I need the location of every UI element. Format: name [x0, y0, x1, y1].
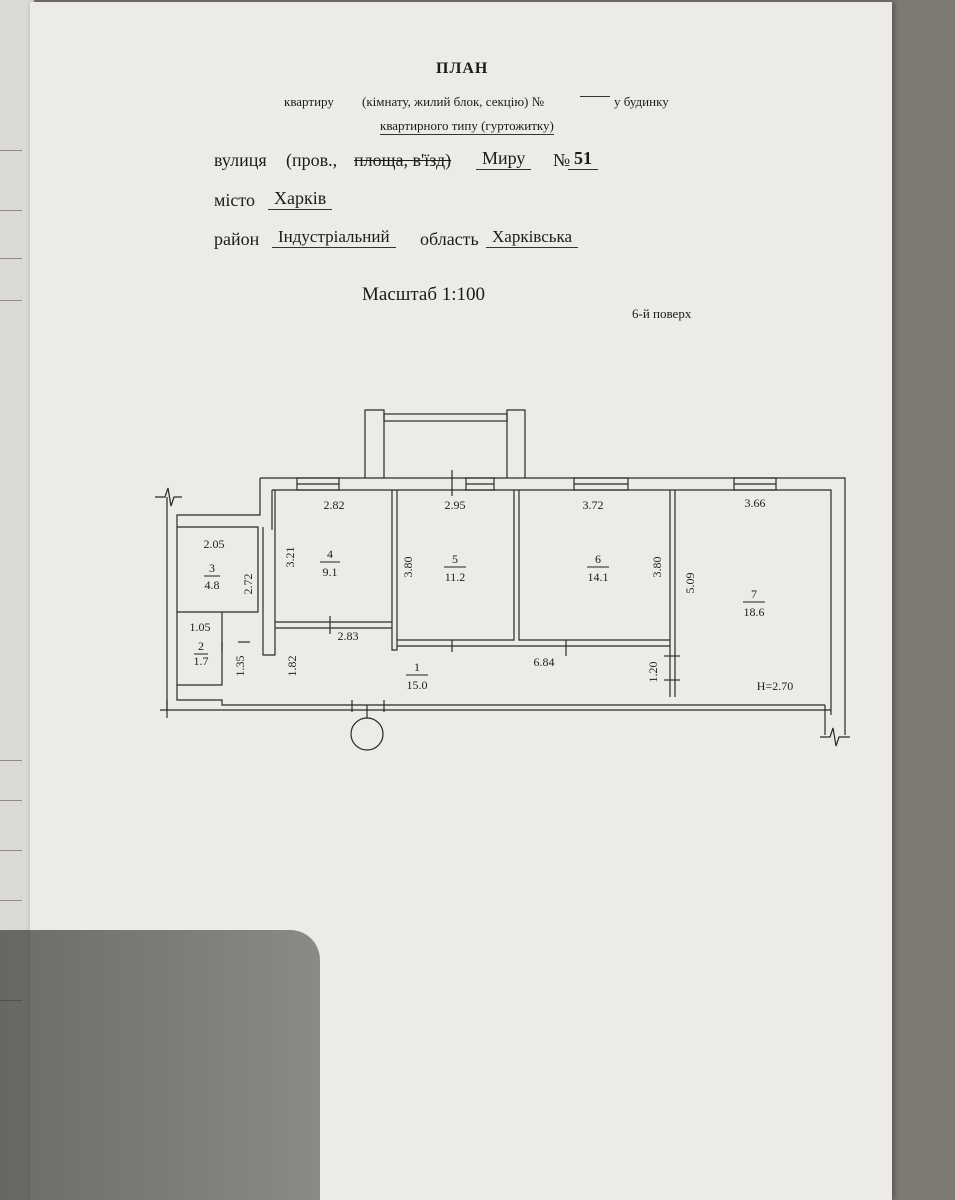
apartment-number-blank	[580, 96, 610, 97]
room5-left-wall	[391, 490, 398, 651]
dim-room3-width: 2.05	[204, 537, 225, 551]
room7-area: 18.6	[744, 605, 765, 619]
room5-area: 11.2	[445, 570, 466, 584]
street-value: Миру	[476, 148, 532, 170]
dim-room7-depth: 5.09	[683, 573, 697, 594]
dim-room6-depth: 3.80	[650, 557, 664, 578]
dim-room5-width: 2.95	[445, 498, 466, 512]
region-label: область	[420, 229, 479, 249]
dim-room7-width: 3.66	[745, 496, 766, 510]
region-value: Харківська	[486, 227, 579, 248]
street-types-plain: (пров.,	[286, 150, 338, 170]
district-value: Індустріальний	[272, 227, 396, 248]
building-number-value: 51	[568, 148, 598, 170]
room3-number: 3	[209, 561, 215, 575]
room4-area: 9.1	[323, 565, 338, 579]
room6-number: 6	[595, 552, 601, 566]
dim-room5-depth: 3.80	[401, 557, 415, 578]
balcony-right-wall	[506, 409, 526, 478]
apartment-line-text: (кімнату, жилий блок, секцію) №	[362, 94, 545, 109]
street-label: вулиця	[214, 150, 267, 170]
hand-shadow	[0, 930, 320, 1200]
dim-corridor-length: 6.84	[534, 655, 555, 669]
room2-number: 2	[198, 639, 204, 653]
dim-room6-width: 3.72	[583, 498, 604, 512]
break-mark-left-bottom	[160, 700, 168, 718]
city-value: Харків	[268, 188, 333, 210]
balcony-left-wall	[364, 409, 385, 478]
scale-label: Масштаб 1:100	[362, 284, 486, 305]
inner-wall-top-right	[272, 489, 832, 715]
break-mark-right	[820, 727, 850, 747]
building-label: у будинку	[614, 94, 669, 109]
dim-room4-width: 2.82	[324, 498, 345, 512]
room2-area: 1.7	[194, 654, 209, 668]
room2-walls	[177, 612, 223, 686]
dim-corridor-left-width: 2.83	[338, 629, 359, 643]
number-label: №	[553, 150, 571, 170]
room3-area: 4.8	[205, 578, 220, 592]
outer-wall-left-bottom	[166, 497, 831, 711]
inner-wall-bottom	[176, 520, 825, 706]
floor-label: 6-й поверх	[632, 306, 692, 321]
room4-left-wall	[262, 490, 276, 656]
dim-hall-depth-a: 1.35	[233, 656, 247, 677]
entrance-marker	[350, 717, 384, 751]
room1-area: 15.0	[407, 678, 428, 692]
room3-walls	[177, 526, 259, 613]
room4-number: 4	[327, 547, 333, 561]
outer-wall-top-right	[260, 477, 846, 735]
break-mark-left	[155, 487, 182, 507]
apartment-line-prefix: квартиру	[284, 94, 334, 109]
outer-wall-step	[176, 478, 261, 520]
building-type-line: квартирного типу (гуртожитку)	[380, 118, 554, 135]
dim-hall-depth-b: 1.82	[285, 656, 299, 677]
room1-number: 1	[414, 660, 420, 674]
ceiling-height: H=2.70	[757, 679, 793, 693]
room5-number: 5	[452, 552, 458, 566]
street-types-struck: площа, в'їзд)	[354, 150, 452, 170]
dim-room4-depth: 3.21	[283, 547, 297, 568]
dim-room2-width: 1.05	[190, 620, 211, 634]
district-label: район	[214, 229, 260, 249]
room7-number: 7	[751, 587, 757, 601]
dim-room3-depth: 2.72	[241, 574, 255, 595]
room7-left-wall	[669, 490, 676, 697]
city-label: місто	[214, 190, 256, 210]
balcony-parapet	[383, 413, 508, 422]
room5-6-walls	[397, 490, 670, 641]
document-title: ПЛАН	[436, 60, 489, 77]
room6-area: 14.1	[588, 570, 609, 584]
dim-corridor-depth: 1.20	[646, 662, 660, 683]
